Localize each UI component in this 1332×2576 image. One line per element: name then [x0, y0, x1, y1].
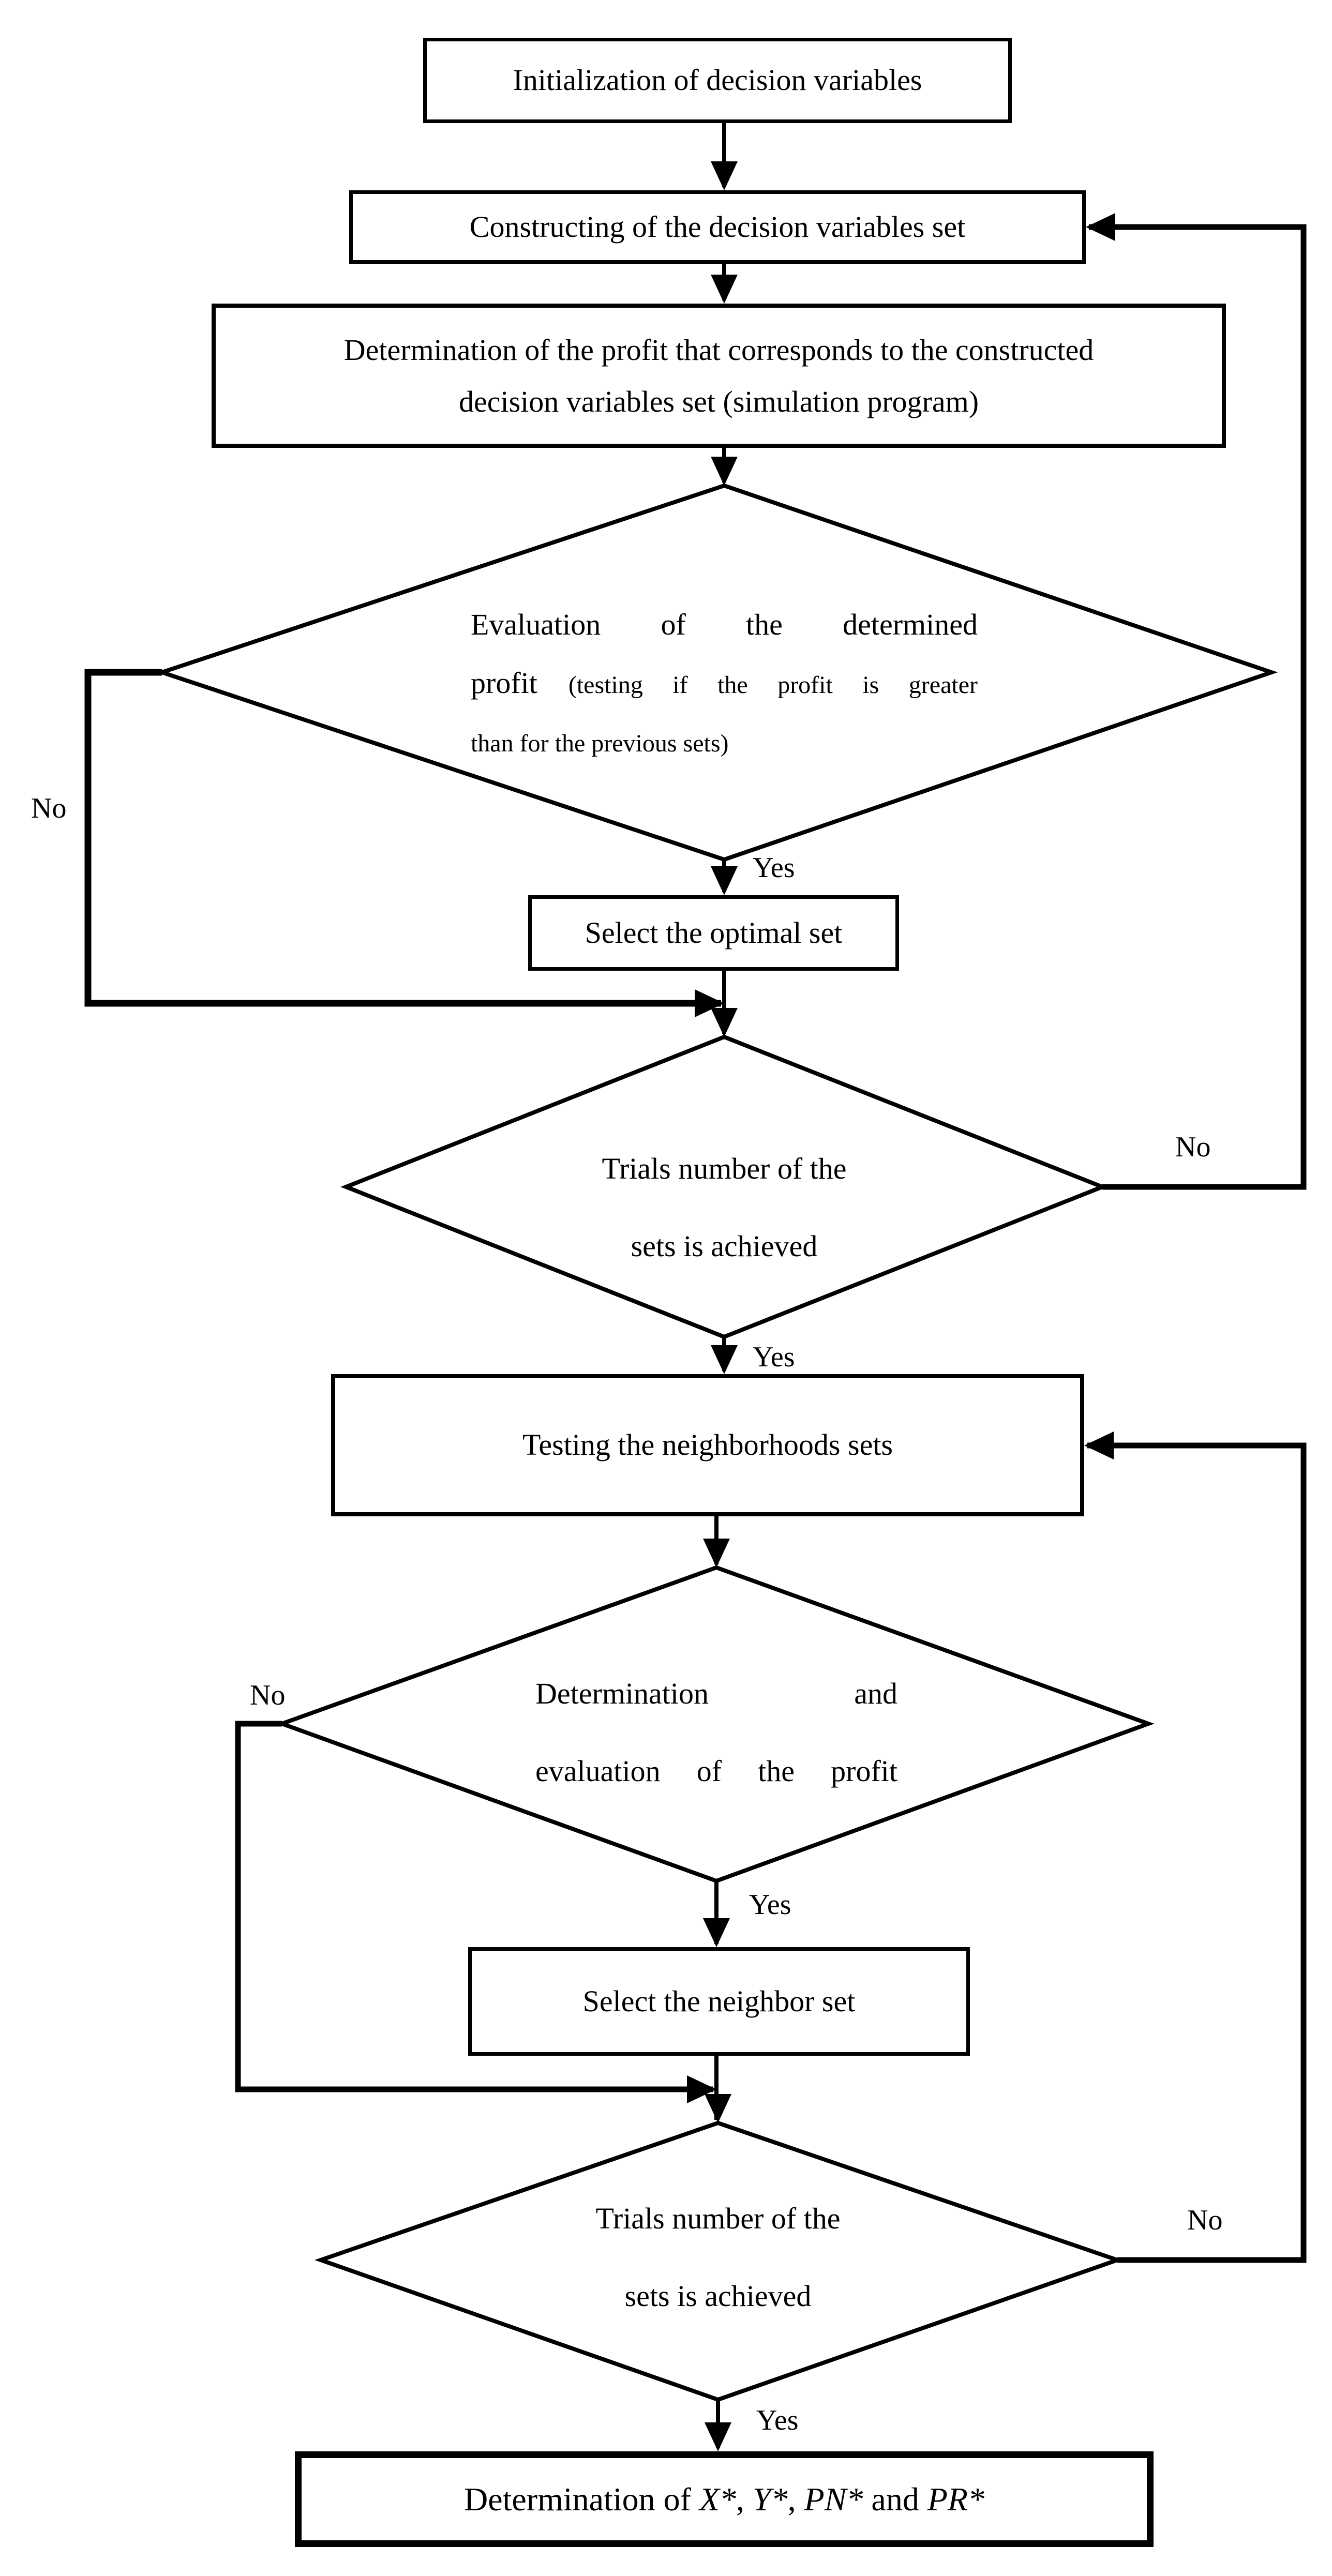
diamond-trials-first-text: Trials number of the sets is achieved [517, 1130, 931, 1285]
final-seg-0: Determination of [463, 2480, 699, 2518]
diamond2-line2: sets is achieved [631, 1229, 818, 1263]
arrowhead-into-construct [711, 161, 738, 190]
node-profit-simulation-line2: decision variables set (simulation progr… [458, 384, 979, 418]
final-seg-1: X* [699, 2480, 737, 2518]
final-seg-5: PN* [804, 2480, 863, 2518]
final-seg-2: , [736, 2480, 753, 2518]
arrowhead-into-testing-right [1084, 1432, 1114, 1459]
diamond-trials-second-text: Trials number of the sets is achieved [511, 2180, 925, 2335]
node-select-neighbor-set-label: Select the neighbor set [582, 1984, 856, 2018]
final-seg-3: Y* [753, 2480, 788, 2518]
diamond1-line3: than for the previous sets) [471, 730, 729, 757]
label-yes-diamond1: Yes [753, 852, 795, 884]
label-yes-diamond3: Yes [749, 1889, 791, 1921]
edge-diamond4-no-feedback [1087, 1442, 1307, 2263]
arrowhead-into-final [705, 2422, 731, 2451]
node-final-determination-label: Determination of X*, Y*, PN* and PR* [302, 2479, 1147, 2520]
node-testing-neighborhoods: Testing the neighborhoods sets [331, 1374, 1084, 1516]
node-testing-neighborhoods-label: Testing the neighborhoods sets [522, 1428, 893, 1462]
arrowhead-into-diamond2 [711, 1008, 738, 1037]
final-seg-4: , [787, 2480, 804, 2518]
node-profit-simulation-line1: Determination of the profit that corresp… [343, 333, 1094, 367]
diamond4-line1: Trials number of the [595, 2202, 841, 2235]
diamond1-line2: profit (testing if the profit is greater [471, 654, 978, 714]
arrowhead-into-construct-right [1086, 213, 1115, 241]
label-no-diamond3: No [250, 1679, 286, 1711]
edge-diamond3-no-loop [235, 1721, 713, 2092]
arrowhead-into-profit [711, 275, 738, 304]
node-select-optimal-set-label: Select the optimal set [585, 915, 843, 950]
arrowhead-into-diamond3 [703, 1539, 730, 1568]
node-constructing-set: Constructing of the decision variables s… [349, 190, 1086, 264]
label-no-diamond4: No [1187, 2204, 1223, 2236]
arrowhead-into-select-optimal [711, 866, 738, 895]
arrowhead-into-diamond1 [711, 457, 738, 486]
node-constructing-set-label: Constructing of the decision variables s… [469, 209, 966, 244]
arrowhead-no1-junction [695, 989, 724, 1017]
label-yes-diamond2: Yes [753, 1341, 795, 1373]
diamond-determination-evaluation-text: Determination and evaluation of the prof… [535, 1655, 897, 1810]
diamond2-line1: Trials number of the [602, 1152, 847, 1185]
node-final-determination: Determination of X*, Y*, PN* and PR* [295, 2451, 1154, 2547]
diamond3-line1: Determination and [535, 1677, 897, 1710]
node-initialization: Initialization of decision variables [423, 38, 1012, 123]
diamond3-line2: evaluation of the profit [535, 1754, 897, 1788]
arrowhead-into-testing [711, 1345, 738, 1374]
arrowhead-no3-junction [687, 2075, 716, 2103]
label-no-diamond1: No [31, 792, 67, 824]
label-yes-diamond4: Yes [756, 2404, 799, 2436]
edge-diamond2-no-feedback [1089, 224, 1307, 1190]
arrowhead-into-select-neighbor [703, 1918, 730, 1947]
node-select-neighbor-set: Select the neighbor set [468, 1947, 970, 2056]
diamond1-line2-main: profit [471, 666, 537, 700]
label-no-diamond2: No [1175, 1131, 1211, 1163]
diamond4-line2: sets is achieved [624, 2279, 812, 2313]
final-seg-6: and [863, 2480, 927, 2518]
node-select-optimal-set: Select the optimal set [528, 895, 899, 971]
arrowhead-into-diamond4 [705, 2094, 731, 2123]
edge-diamond1-no-loop [84, 669, 721, 1007]
node-initialization-label: Initialization of decision variables [513, 63, 922, 97]
final-seg-7: PR* [927, 2480, 985, 2518]
diamond-evaluation-profit-text: Evaluation of the determined profit (tes… [471, 595, 978, 773]
diamond1-line1: Evaluation of the determined [471, 608, 978, 641]
node-profit-simulation: Determination of the profit that corresp… [212, 304, 1226, 448]
diamond1-line2-sub: (testing if the profit is greater [568, 671, 978, 699]
